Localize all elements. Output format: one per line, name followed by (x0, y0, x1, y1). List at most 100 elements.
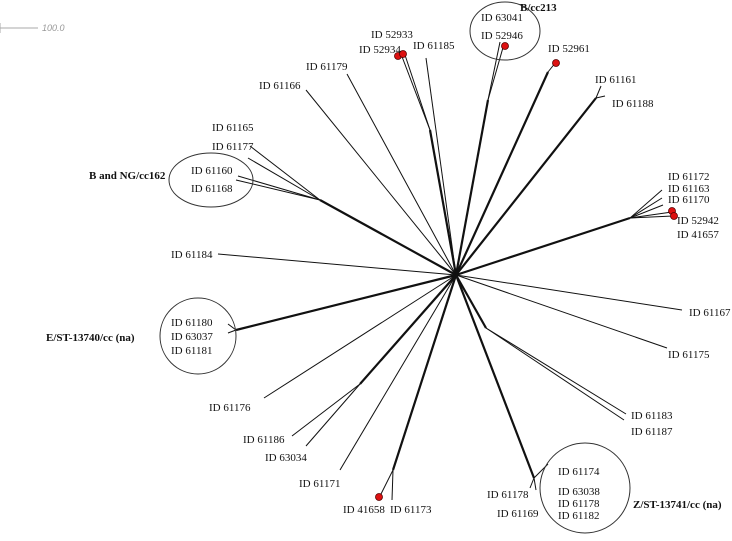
leaf-label: ID 61170 (668, 194, 710, 206)
leaf-label: ID 63038 (558, 486, 600, 498)
node-41657 (670, 212, 678, 220)
branch-61165 (249, 145, 321, 201)
leaf-label: ID 61182 (558, 510, 599, 522)
leaf-label: ID 61188 (612, 98, 654, 110)
branch-529xx (428, 129, 458, 276)
branch-52934 (400, 53, 431, 131)
branch-61185 (425, 57, 457, 276)
leaf-label: ID 61161 (595, 74, 636, 86)
leaf-label: ID 52946 (481, 30, 523, 42)
branch-61180 (227, 323, 237, 331)
branch-61170 (629, 204, 664, 219)
node-52933 (399, 50, 407, 58)
highlight-nodes (375, 42, 678, 501)
leaf-label: ID 61177 (212, 141, 254, 153)
branch-61183 (485, 327, 627, 415)
leaf-label: ID 52961 (548, 43, 590, 55)
branch-61172 (629, 189, 663, 219)
branch-lower-mid (391, 274, 458, 471)
branches (217, 41, 683, 501)
branch-Z-cluster (454, 274, 536, 479)
branch-52946 (487, 43, 505, 101)
branch-61187 (485, 327, 625, 421)
branch-52933 (403, 51, 431, 131)
leaf-label: ID 61163 (668, 183, 710, 195)
leaf-label: ID 61181 (171, 345, 212, 357)
group-labels: B/cc213 B and NG/cc162 E/ST-13740/cc (na… (46, 2, 722, 511)
leaf-label: ID 41657 (677, 229, 719, 241)
leaf-labels: ID 63041 ID 52946 ID 52933 ID 52934 ID 6… (171, 12, 731, 522)
ellipse-cc162 (168, 152, 254, 208)
branch-cc162 (319, 199, 457, 276)
branch-61169 (533, 477, 537, 491)
scale-bar: 100.0 (0, 23, 65, 33)
branch-63037 (227, 329, 237, 334)
branch-cc213 (454, 99, 490, 276)
group-ellipses (159, 1, 631, 534)
leaf-label: ID 52934 (359, 44, 401, 56)
branch-61179 (346, 73, 457, 276)
leaf-label: ID 41658 (343, 504, 385, 516)
leaf-label: ID 61160 (191, 165, 233, 177)
leaf-label: ID 61186 (243, 434, 285, 446)
branch-63041 (487, 41, 501, 101)
leaf-label: ID 63034 (265, 452, 307, 464)
leaf-label: ID 61176 (209, 402, 251, 414)
group-label-E: E/ST-13740/cc (na) (46, 332, 135, 344)
branch-61188 (595, 95, 606, 99)
leaf-label: ID 63041 (481, 12, 523, 24)
branch-41657 (629, 215, 674, 219)
ellipse-cc213 (469, 1, 541, 61)
node-41658 (375, 493, 383, 501)
leaf-label: ID 61165 (212, 122, 254, 134)
branch-61173 (391, 469, 394, 501)
node-52946 (501, 42, 509, 50)
branch-61186 (291, 383, 361, 437)
group-label-Z: Z/ST-13741/cc (na) (633, 499, 722, 511)
branch-61163 (629, 197, 663, 219)
leaf-label: ID 61171 (299, 478, 340, 490)
leaf-label: ID 61185 (413, 40, 455, 52)
branch-lower-left (359, 274, 457, 385)
branch-61176 (263, 274, 457, 399)
ellipse-E (159, 297, 237, 375)
branch-61171 (339, 274, 457, 471)
leaf-label: ID 61169 (497, 508, 539, 520)
branch-41658 (379, 469, 394, 497)
leaf-label: ID 61187 (631, 426, 673, 438)
group-label-cc162: B and NG/cc162 (89, 170, 166, 182)
branch-61160 (237, 175, 321, 201)
leaf-label: ID 61173 (390, 504, 432, 516)
leaf-label: ID 61179 (306, 61, 348, 73)
leaf-label: ID 61183 (631, 410, 673, 422)
group-label-cc213: B/cc213 (520, 2, 557, 14)
branch-6118x-base (455, 274, 487, 329)
leaf-label: ID 61174 (558, 466, 600, 478)
branch-61167 (455, 274, 683, 311)
leaf-label: ID 61184 (171, 249, 213, 261)
leaf-label: ID 61167 (689, 307, 731, 319)
leaf-label: ID 52942 (677, 215, 719, 227)
branch-61161 (595, 85, 602, 99)
leaf-label: ID 61172 (668, 171, 709, 183)
leaf-label: ID 61180 (171, 317, 213, 329)
leaf-label: ID 52933 (371, 29, 413, 41)
branch-61175 (455, 274, 668, 349)
leaf-label: ID 61166 (259, 80, 301, 92)
branch-61178-a (529, 477, 535, 489)
branch-61177 (247, 157, 321, 201)
branch-6116x (455, 97, 597, 276)
branch-E-cluster (235, 273, 457, 332)
leaf-label: ID 61178 (558, 498, 600, 510)
leaf-label: ID 63037 (171, 331, 213, 343)
scale-bar-label: 100.0 (42, 23, 65, 33)
branch-61168 (235, 179, 321, 201)
branch-52942 (629, 211, 673, 219)
branch-63034 (305, 383, 361, 447)
branch-61184 (217, 253, 457, 276)
branch-61166 (305, 89, 457, 276)
node-52961 (552, 59, 560, 67)
leaf-label: ID 61178 (487, 489, 529, 501)
branch-right-cluster (455, 216, 631, 277)
